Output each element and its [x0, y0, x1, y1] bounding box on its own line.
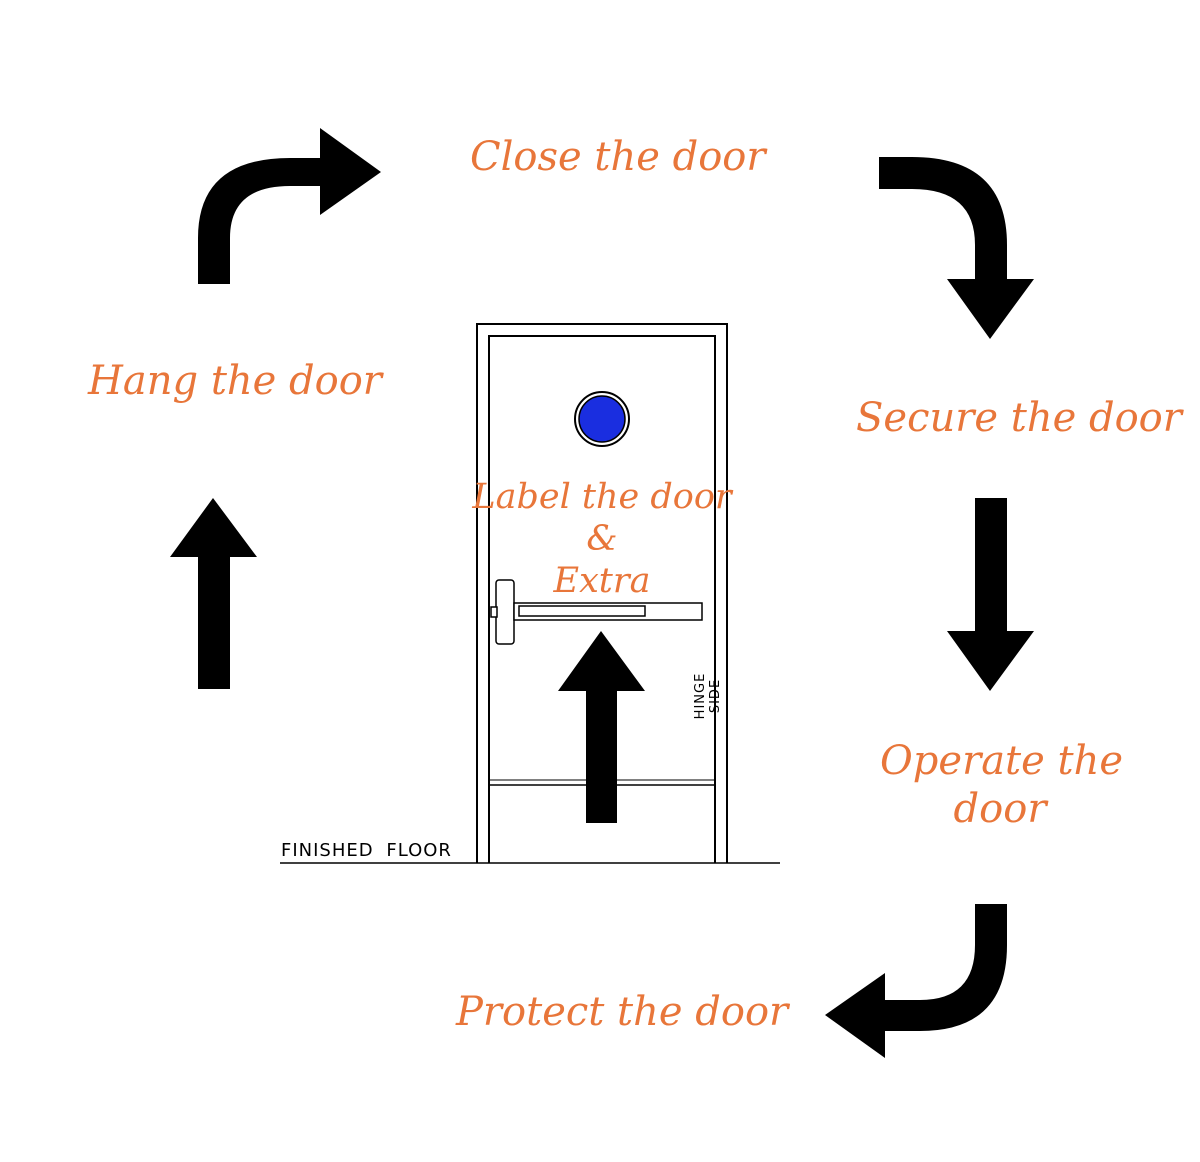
door-frame-inner	[488, 335, 716, 863]
door-elevation-drawing	[280, 323, 780, 864]
step-operate-line-1: Operate the	[880, 738, 1124, 784]
vision-window-frame	[574, 391, 630, 447]
hinge-side-label: HINGE SIDE	[693, 672, 723, 720]
step-operate-the-door: Operate the door	[880, 737, 1124, 833]
door-frame-outer	[476, 323, 728, 863]
step-close-the-door: Close the door	[470, 134, 766, 180]
curved-down-left-arrow	[825, 904, 1007, 1058]
up-arrow-center	[558, 631, 645, 823]
curved-right-down-arrow	[879, 157, 1034, 339]
finished-floor-label: FINISHED FLOOR	[281, 840, 452, 861]
step-hang-the-door: Hang the door	[88, 358, 382, 404]
step-label-line-2: &	[586, 519, 618, 559]
down-arrow	[947, 498, 1034, 691]
panic-exit-bar	[490, 579, 703, 645]
step-label-line-1: Label the door	[472, 477, 732, 517]
up-arrow-left	[170, 498, 257, 689]
vision-window-glass	[578, 395, 626, 443]
step-protect-the-door: Protect the door	[456, 989, 789, 1035]
curved-up-right-arrow	[198, 128, 381, 284]
step-operate-line-2: door	[953, 786, 1047, 832]
step-secure-the-door: Secure the door	[856, 395, 1182, 441]
step-label-the-door: Label the door & Extra	[470, 476, 734, 602]
step-label-line-3: Extra	[553, 561, 651, 601]
